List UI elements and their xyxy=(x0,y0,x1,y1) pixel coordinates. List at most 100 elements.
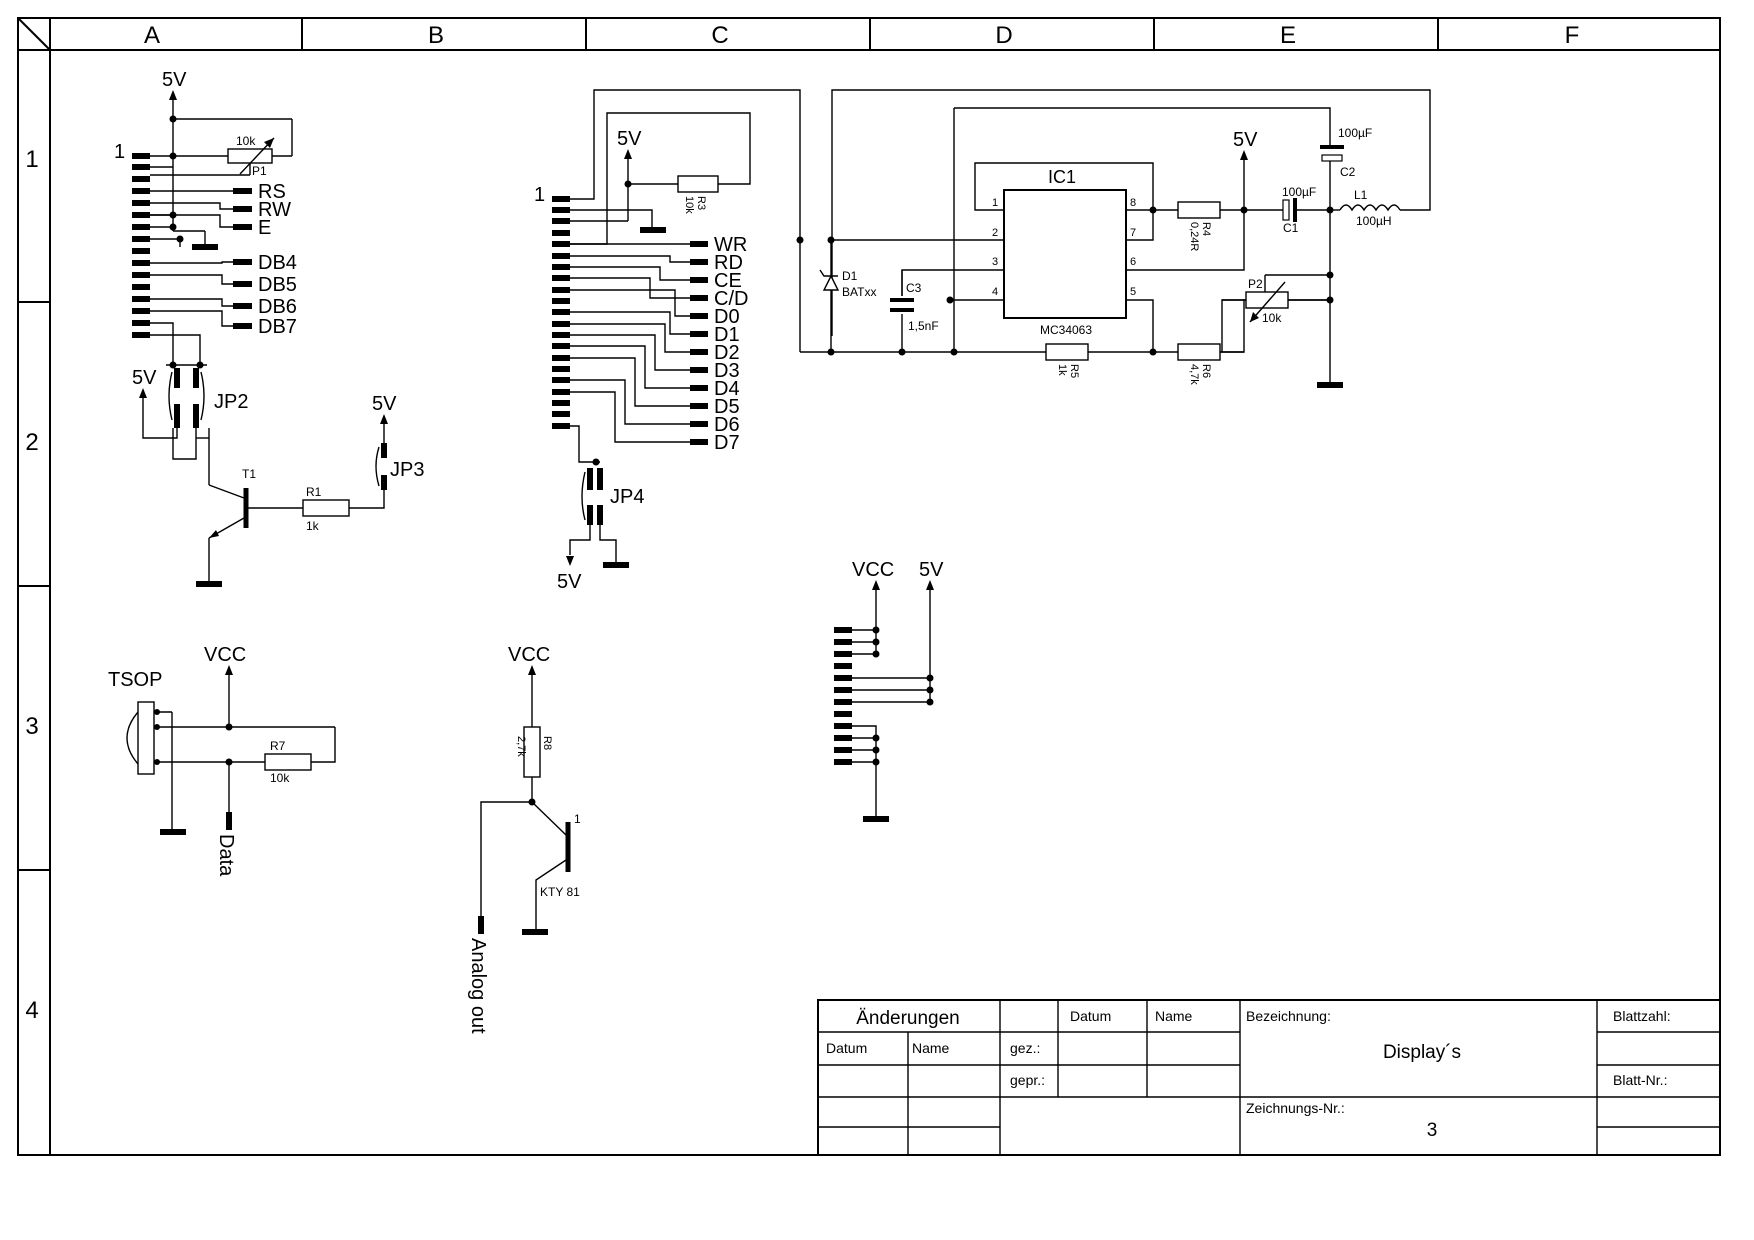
r7-name: R7 xyxy=(270,739,286,753)
column-label-c: C xyxy=(711,22,728,49)
title-datum: Datum xyxy=(826,1040,867,1056)
title-name-head: Name xyxy=(1155,1008,1193,1024)
r3-value: 10k xyxy=(683,196,695,214)
glcd-signal-rd: RD xyxy=(714,252,743,274)
resistor-r5 xyxy=(1045,343,1089,361)
resistor-r7 xyxy=(264,753,312,771)
r6-value: 4,7k xyxy=(1188,364,1200,385)
tsop-block: TSOP VCC R7 10k Data xyxy=(108,644,336,877)
row-label-2: 2 xyxy=(25,429,38,456)
temp-vcc-label: VCC xyxy=(508,644,550,666)
column-label-b: B xyxy=(428,22,444,49)
temperature-block: VCC R8 2,7k Analog out 1 KTY 81 xyxy=(467,644,581,1034)
jp2-supply-label: 5V xyxy=(132,367,157,389)
row-label-3: 3 xyxy=(25,713,38,740)
tsop-sensor xyxy=(137,701,155,775)
glcd-signal-d0: D0 xyxy=(714,306,740,328)
resistor-r4 xyxy=(1177,201,1221,219)
title-gez: gez.: xyxy=(1010,1040,1040,1056)
title-bezeichnung-label: Bezeichnung: xyxy=(1246,1008,1331,1024)
column-label-f: F xyxy=(1565,22,1580,49)
title-blattzahl: Blattzahl: xyxy=(1613,1008,1671,1024)
glcd-signal-d5: D5 xyxy=(714,396,740,418)
glcd-signal-ce: CE xyxy=(714,270,742,292)
jp2-name: JP2 xyxy=(214,391,248,413)
power-vcc-label: VCC xyxy=(852,559,894,581)
c3-name: C3 xyxy=(906,281,922,295)
p2-value: 10k xyxy=(1262,311,1282,325)
column-label-e: E xyxy=(1280,22,1296,49)
row-label-1: 1 xyxy=(25,146,38,173)
lcd-signal-db4: DB4 xyxy=(258,252,297,274)
r7-value: 10k xyxy=(270,771,290,785)
row-label-4: 4 xyxy=(25,997,38,1024)
tsop-vcc-label: VCC xyxy=(204,644,246,666)
l1-name: L1 xyxy=(1354,188,1368,202)
ic1-pin3: 3 xyxy=(992,256,998,268)
pot-p1-value: 10k xyxy=(236,134,256,148)
ic1-pin7: 7 xyxy=(1130,227,1136,239)
lcd-header-pins xyxy=(132,153,150,338)
c1-name: C1 xyxy=(1283,221,1299,235)
title-bezeichnung-value: Display´s xyxy=(1383,1042,1461,1063)
tsop-name: TSOP xyxy=(108,669,162,691)
lcd-signal-db7: DB7 xyxy=(258,316,297,338)
column-label-d: D xyxy=(995,22,1012,49)
ic1-body xyxy=(1003,189,1127,319)
ic1-name: IC1 xyxy=(1048,167,1076,187)
jp4-supply-label: 5V xyxy=(557,571,582,593)
title-name: Name xyxy=(912,1040,950,1056)
lcd-signal-rs: RS xyxy=(258,181,286,203)
ic1-part: MC34063 xyxy=(1040,323,1092,337)
glcd-signal-d3: D3 xyxy=(714,360,740,382)
regulator-supply-label: 5V xyxy=(1233,129,1258,151)
row-labels: 1 2 3 4 xyxy=(25,146,38,1024)
c3-value: 1,5nF xyxy=(908,319,939,333)
glcd-signal-d7: D7 xyxy=(714,432,740,454)
r5-name: R5 xyxy=(1068,364,1080,378)
c2-name: C2 xyxy=(1340,165,1356,179)
diode-d1 xyxy=(822,274,840,291)
title-zeichnungs-nr-value: 3 xyxy=(1427,1120,1438,1141)
t1-name: T1 xyxy=(242,467,256,481)
resistor-r6 xyxy=(1177,343,1221,361)
column-labels: A B C D E F xyxy=(144,22,1579,49)
glcd-signal-wr: WR xyxy=(714,234,747,256)
ic1-pin5: 5 xyxy=(1130,286,1136,298)
power-5v-label: 5V xyxy=(919,559,944,581)
r5-value: 1k xyxy=(1056,364,1068,376)
r4-name: R4 xyxy=(1200,222,1212,236)
title-blatt-nr: Blatt-Nr.: xyxy=(1613,1072,1667,1088)
jp3-supply-label: 5V xyxy=(372,393,397,415)
glcd-header-pins xyxy=(552,196,570,429)
d1-value: BATxx xyxy=(842,285,876,299)
resistor-r3 xyxy=(677,175,719,193)
title-aenderungen: Änderungen xyxy=(856,1008,960,1029)
lcd-supply-arrow xyxy=(169,90,177,100)
tsop-data-output: Data xyxy=(215,834,237,877)
c1-value: 100µF xyxy=(1282,185,1316,199)
pot-p1 xyxy=(227,148,273,164)
r8-name: R8 xyxy=(541,736,553,750)
ic1-pin8: 8 xyxy=(1130,197,1136,209)
r3-name: R3 xyxy=(695,196,707,210)
glcd-signal-d2: D2 xyxy=(714,342,740,364)
lcd-signal-db5: DB5 xyxy=(258,274,297,296)
lcd-signal-rw: RW xyxy=(258,199,291,221)
glcd-signal-d4: D4 xyxy=(714,378,740,400)
lcd-connector-block: 1 5V 10k P1 xyxy=(114,69,424,587)
d1-name: D1 xyxy=(842,269,858,283)
jp3-name: JP3 xyxy=(390,459,424,481)
sensor-pin1: 1 xyxy=(574,812,581,826)
p2-name: P2 xyxy=(1248,277,1263,291)
r1-name: R1 xyxy=(306,485,322,499)
glcd-supply-label: 5V xyxy=(617,128,642,150)
glcd-signal-d6: D6 xyxy=(714,414,740,436)
pot-p1-name: P1 xyxy=(252,164,267,178)
glcd-pin1-label: 1 xyxy=(534,184,545,206)
ic1-pin2: 2 xyxy=(992,227,998,239)
pot-p2 xyxy=(1245,291,1289,309)
power-header-pins xyxy=(834,627,852,765)
temp-analog-output: Analog out xyxy=(467,938,489,1034)
